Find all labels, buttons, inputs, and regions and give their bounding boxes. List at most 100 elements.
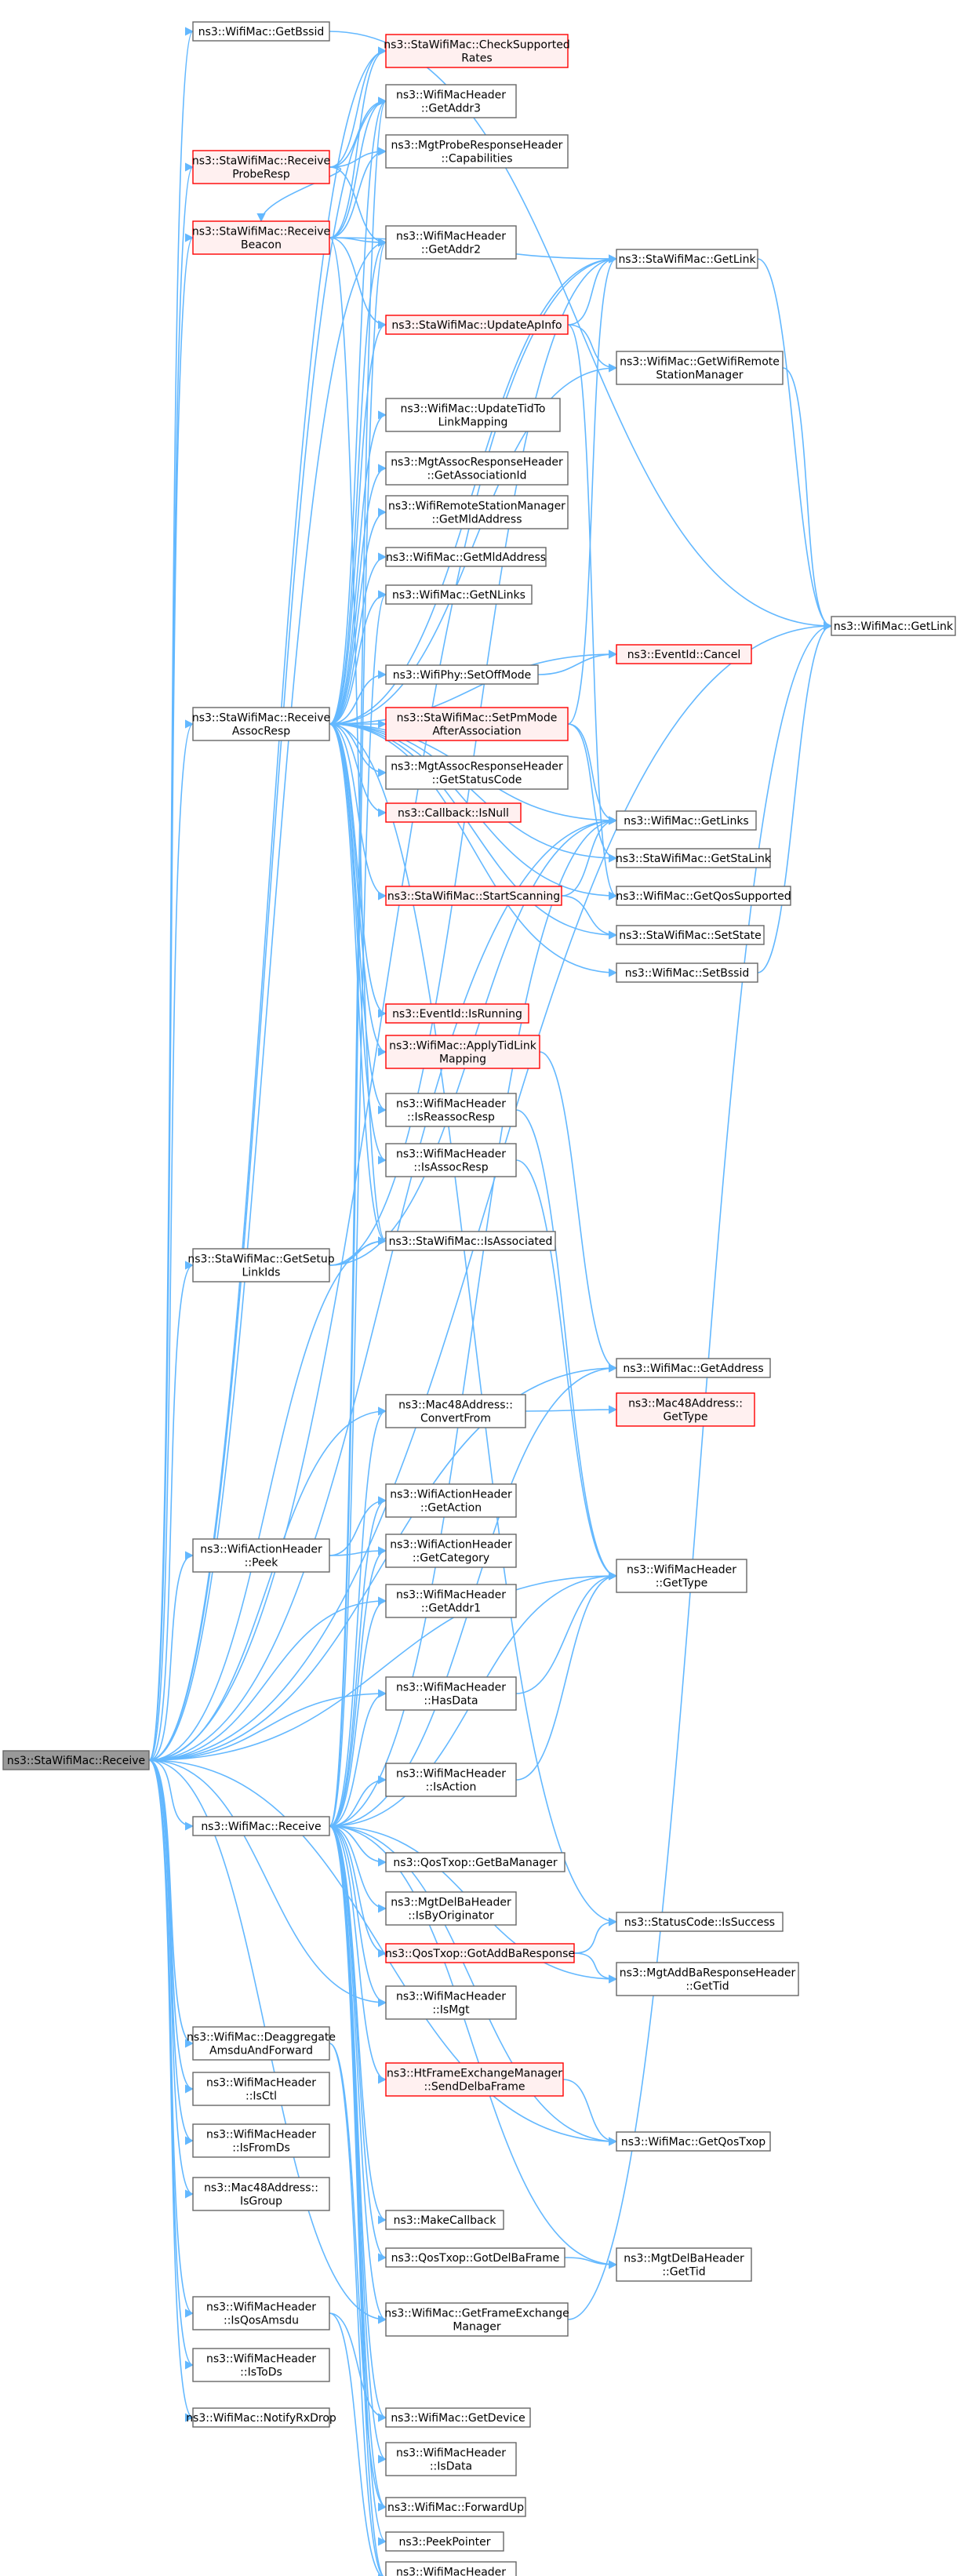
- node-getAddress[interactable]: ns3::WifiMac::GetAddress: [616, 1358, 771, 1378]
- node-isAction[interactable]: ns3::WifiMacHeader::IsAction: [385, 1763, 517, 1797]
- node-convertFrom[interactable]: ns3::Mac48Address::ConvertFrom: [385, 1394, 526, 1428]
- node-statusCode[interactable]: ns3::MgtAssocResponseHeader::GetStatusCo…: [385, 755, 569, 790]
- node-label: ns3::WifiPhy::SetOffMode: [393, 669, 532, 682]
- node-getCategory[interactable]: ns3::WifiActionHeader::GetCategory: [385, 1534, 517, 1568]
- node-isCtl[interactable]: ns3::WifiMacHeader::IsCtl: [192, 2072, 330, 2106]
- node-label: ns3::WifiMacHeader: [396, 1682, 506, 1694]
- node-label: ns3::WifiMac::ApplyTidLink: [389, 1040, 537, 1053]
- node-peek[interactable]: ns3::WifiActionHeader::Peek: [192, 1538, 330, 1573]
- node-hdrGetType[interactable]: ns3::WifiMacHeader::GetType: [616, 1559, 747, 1593]
- edge-staGetLink-to-macGetLink: [757, 258, 833, 631]
- node-getRsm[interactable]: ns3::WifiMac::GetWifiRemoteStationManage…: [616, 351, 784, 385]
- node-label: ConvertFrom: [420, 1413, 491, 1425]
- node-setState[interactable]: ns3::StaWifiMac::SetState: [616, 925, 765, 945]
- node-isMgt[interactable]: ns3::WifiMacHeader::IsMgt: [385, 1985, 517, 2020]
- node-gotAddBa[interactable]: ns3::QosTxop::GotAddBaResponse: [385, 1943, 575, 1963]
- node-box: [192, 220, 330, 255]
- node-staGetLink[interactable]: ns3::StaWifiMac::GetLink: [616, 249, 758, 269]
- node-getBssid[interactable]: ns3::WifiMac::GetBssid: [192, 21, 330, 42]
- node-getBaMgr[interactable]: ns3::QosTxop::GetBaManager: [385, 1852, 565, 1872]
- node-isGroup[interactable]: ns3::Mac48Address::IsGroup: [192, 2177, 330, 2211]
- node-label: Manager: [453, 2321, 501, 2334]
- node-gotDelBa[interactable]: ns3::QosTxop::GotDelBaFrame: [385, 2247, 565, 2268]
- node-setPmMode[interactable]: ns3::StaWifiMac::SetPmModeAfterAssociati…: [385, 707, 569, 741]
- node-box: [385, 1943, 575, 1963]
- node-macMld[interactable]: ns3::WifiMac::GetMldAddress: [385, 547, 547, 567]
- node-setBssid[interactable]: ns3::WifiMac::SetBssid: [616, 962, 758, 983]
- node-box: [616, 848, 771, 868]
- node-sendDelba[interactable]: ns3::HtFrameExchangeManager::SendDelbaFr…: [385, 2062, 564, 2097]
- node-startScan[interactable]: ns3::StaWifiMac::StartScanning: [385, 886, 562, 906]
- node-label: ::GetType: [656, 1577, 708, 1590]
- edge-hasData-to-hdrGetType: [515, 1571, 618, 1694]
- edge-convertFrom-to-macGetType: [525, 1405, 618, 1414]
- node-setOffMode[interactable]: ns3::WifiPhy::SetOffMode: [385, 664, 539, 685]
- node-delBaTid[interactable]: ns3::MgtDelBaHeader::GetTid: [616, 2247, 752, 2282]
- node-forwardUp[interactable]: ns3::WifiMac::ForwardUp: [385, 2497, 526, 2517]
- node-box: [385, 1035, 540, 1069]
- node-macGetLink[interactable]: ns3::WifiMac::GetLink: [831, 616, 956, 636]
- node-getAction[interactable]: ns3::WifiActionHeader::GetAction: [385, 1483, 517, 1518]
- node-isAssociated[interactable]: ns3::StaWifiMac::IsAssociated: [385, 1231, 556, 1251]
- node-label: ns3::MakeCallback: [394, 2214, 497, 2227]
- node-getAddr2[interactable]: ns3::WifiMacHeader::GetAddr2: [385, 225, 517, 260]
- node-isQosAmsdu[interactable]: ns3::WifiMacHeader::IsQosAmsdu: [192, 2296, 330, 2330]
- node-label: ::GetCategory: [413, 1552, 489, 1565]
- node-box: [385, 2531, 504, 2552]
- node-box: [385, 1143, 517, 1177]
- node-hasData[interactable]: ns3::WifiMacHeader::HasData: [385, 1676, 517, 1711]
- node-qosSupported[interactable]: ns3::WifiMac::GetQosSupported: [616, 886, 791, 906]
- node-getNLinks[interactable]: ns3::WifiMac::GetNLinks: [385, 584, 533, 605]
- node-isQosData[interactable]: ns3::WifiMacHeader::IsQosData: [385, 2561, 517, 2576]
- node-getAddr3[interactable]: ns3::WifiMacHeader::GetAddr3: [385, 84, 517, 118]
- node-root[interactable]: ns3::StaWifiMac::Receive: [2, 1750, 150, 1770]
- node-getDevice[interactable]: ns3::WifiMac::GetDevice: [385, 2407, 531, 2428]
- node-cbIsNull[interactable]: ns3::Callback::IsNull: [385, 802, 522, 823]
- node-label: ns3::WifiMac::GetQosTxop: [621, 2136, 765, 2148]
- node-capab[interactable]: ns3::MgtProbeResponseHeader::Capabilitie…: [385, 134, 569, 169]
- node-notifyRxDrop[interactable]: ns3::WifiMac::NotifyRxDrop: [186, 2407, 336, 2428]
- node-makeCb[interactable]: ns3::MakeCallback: [385, 2210, 504, 2230]
- node-layer: ns3::StaWifiMac::Receivens3::WifiMac::Ge…: [2, 21, 956, 2576]
- node-isSuccess[interactable]: ns3::StatusCode::IsSuccess: [616, 1912, 784, 1932]
- node-macReceive[interactable]: ns3::WifiMac::Receive: [192, 1816, 330, 1836]
- node-label: ::GetAssociationId: [427, 470, 526, 482]
- node-isData[interactable]: ns3::WifiMacHeader::IsData: [385, 2442, 517, 2476]
- node-updateApInfo[interactable]: ns3::StaWifiMac::UpdateApInfo: [385, 315, 569, 335]
- node-label: ::HasData: [424, 1695, 478, 1708]
- node-getQosTxop[interactable]: ns3::WifiMac::GetQosTxop: [616, 2131, 771, 2152]
- node-isByOrig[interactable]: ns3::MgtDelBaHeader::IsByOriginator: [385, 1891, 517, 1926]
- node-label: ns3::Callback::IsNull: [398, 807, 509, 820]
- node-assocId[interactable]: ns3::MgtAssocResponseHeader::GetAssociat…: [385, 451, 569, 486]
- node-peekPtr[interactable]: ns3::PeekPointer: [385, 2531, 504, 2552]
- node-macGetType[interactable]: ns3::Mac48Address::GetType: [616, 1392, 755, 1427]
- node-box: [616, 962, 758, 983]
- node-isFromDs[interactable]: ns3::WifiMacHeader::IsFromDs: [192, 2123, 330, 2158]
- node-label: ns3::WifiMac::GetWifiRemote: [620, 356, 780, 369]
- node-rsmMld[interactable]: ns3::WifiRemoteStationManager::GetMldAdd…: [385, 495, 569, 529]
- node-addBaTid[interactable]: ns3::MgtAddBaResponseHeader::GetTid: [616, 1962, 799, 1996]
- node-isToDs[interactable]: ns3::WifiMacHeader::IsToDs: [192, 2348, 330, 2382]
- node-getAddr1[interactable]: ns3::WifiMacHeader::GetAddr1: [385, 1584, 517, 1618]
- edge-root-to-isMgt: [148, 1759, 387, 2007]
- node-label: ::IsData: [430, 2461, 472, 2473]
- node-box: [192, 2123, 330, 2158]
- edge-recvAssoc-to-isRunning: [329, 723, 387, 1018]
- node-getLinks[interactable]: ns3::WifiMac::GetLinks: [616, 810, 757, 831]
- node-isReassoc[interactable]: ns3::WifiMacHeader::IsReassocResp: [385, 1093, 517, 1127]
- node-isAssocResp[interactable]: ns3::WifiMacHeader::IsAssocResp: [385, 1143, 517, 1177]
- node-box: [616, 925, 765, 945]
- node-getStaLink[interactable]: ns3::StaWifiMac::GetStaLink: [616, 848, 772, 868]
- node-eventCancel[interactable]: ns3::EventId::Cancel: [616, 644, 752, 664]
- node-isRunning[interactable]: ns3::EventId::IsRunning: [385, 1003, 529, 1024]
- edge-root-to-isAssociated: [148, 1236, 387, 1761]
